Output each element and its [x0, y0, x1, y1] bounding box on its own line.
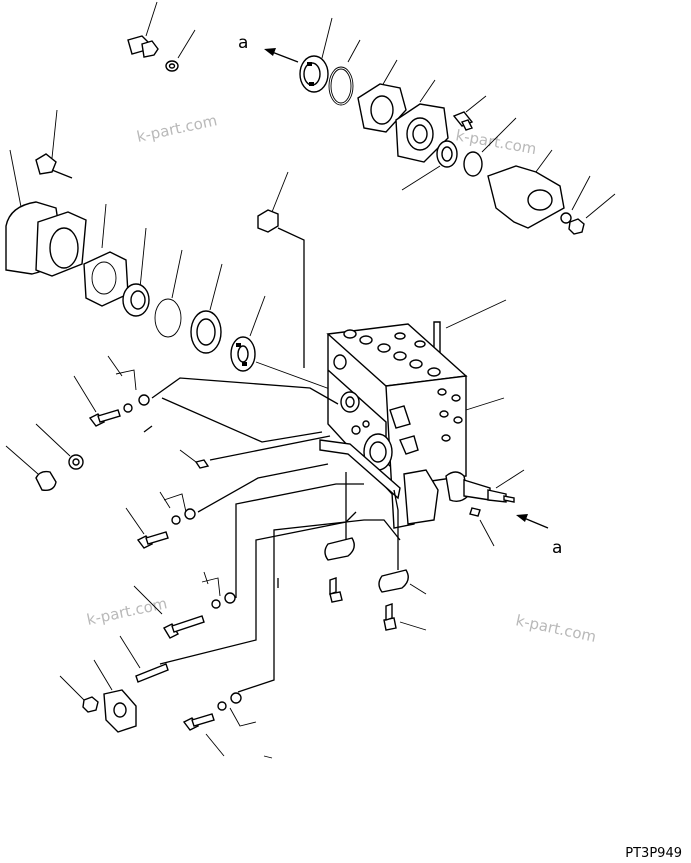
callout-label-a-top: a	[238, 33, 248, 53]
top-nipple-part	[127, 1, 196, 72]
watermark-4: k-part.com	[514, 611, 598, 646]
lower-routing-lines	[159, 483, 401, 693]
left-fasteners	[5, 355, 339, 549]
drawing-code: PT3P949	[625, 846, 682, 861]
callout-label-a-bottom: a	[552, 538, 562, 558]
watermark-3: k-part.com	[85, 594, 169, 629]
main-valve-body: a	[319, 299, 562, 558]
watermark-2: k-part.com	[454, 126, 538, 158]
left-exploded-stack	[5, 109, 339, 393]
top-right-exploded-stack: a	[238, 17, 616, 235]
watermark-1: k-part.com	[135, 111, 219, 146]
lower-fasteners	[59, 472, 427, 759]
